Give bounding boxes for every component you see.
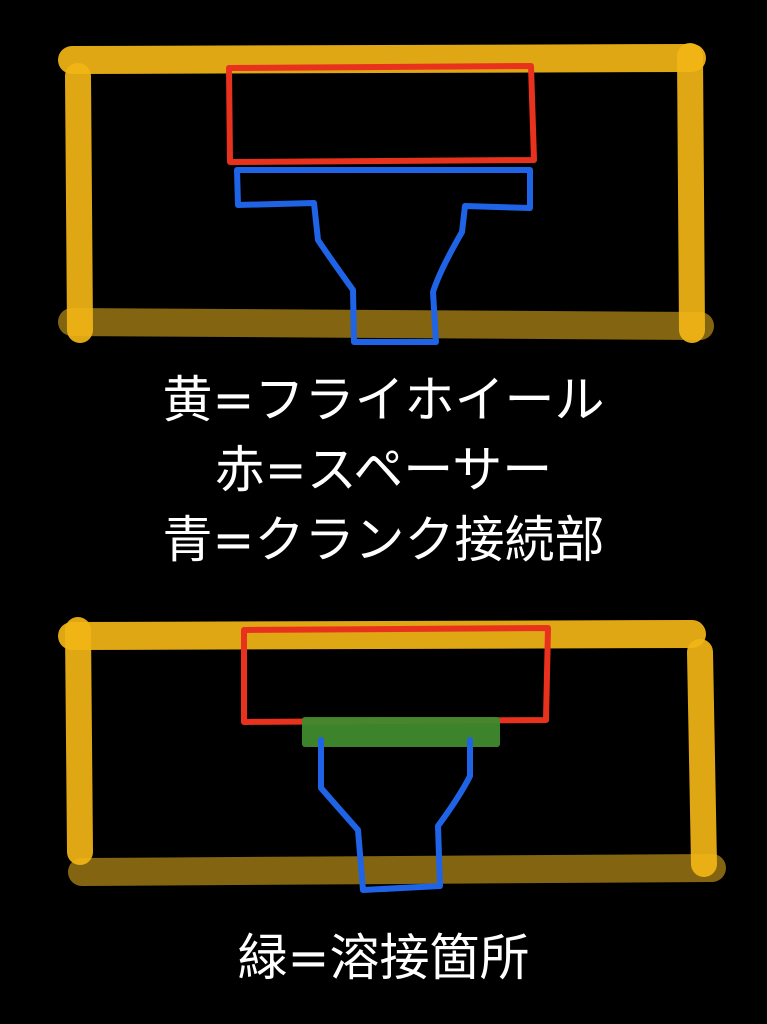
crank-connection-outline: [234, 167, 533, 345]
legend-green-weld-location: 緑=溶接箇所: [237, 929, 530, 987]
flywheel-outline: [58, 43, 714, 343]
diagram-before-welding-svg: [58, 43, 714, 345]
legend-yellow-flywheel: 黄=フライホイール: [162, 371, 605, 429]
diagram-weld-location: [0, 600, 767, 900]
weld-area: [302, 717, 500, 747]
legend-colors: 黄=フライホイール 赤=スペーサー 青=クランク接続部: [0, 365, 767, 575]
diagram-weld-location-svg: [58, 617, 726, 893]
diagram-before-welding: [0, 0, 767, 360]
legend-blue-crank-connection: 青=クランク接続部: [162, 511, 605, 569]
legend-weld: 緑=溶接箇所: [0, 923, 767, 993]
legend-red-spacer: 赤=スペーサー: [214, 441, 553, 499]
flywheel-outline-bottom: [58, 617, 726, 886]
spacer-outline: [226, 63, 537, 165]
spacer-outline-bottom: [241, 625, 551, 725]
crank-connection-outline-bottom: [318, 737, 473, 893]
